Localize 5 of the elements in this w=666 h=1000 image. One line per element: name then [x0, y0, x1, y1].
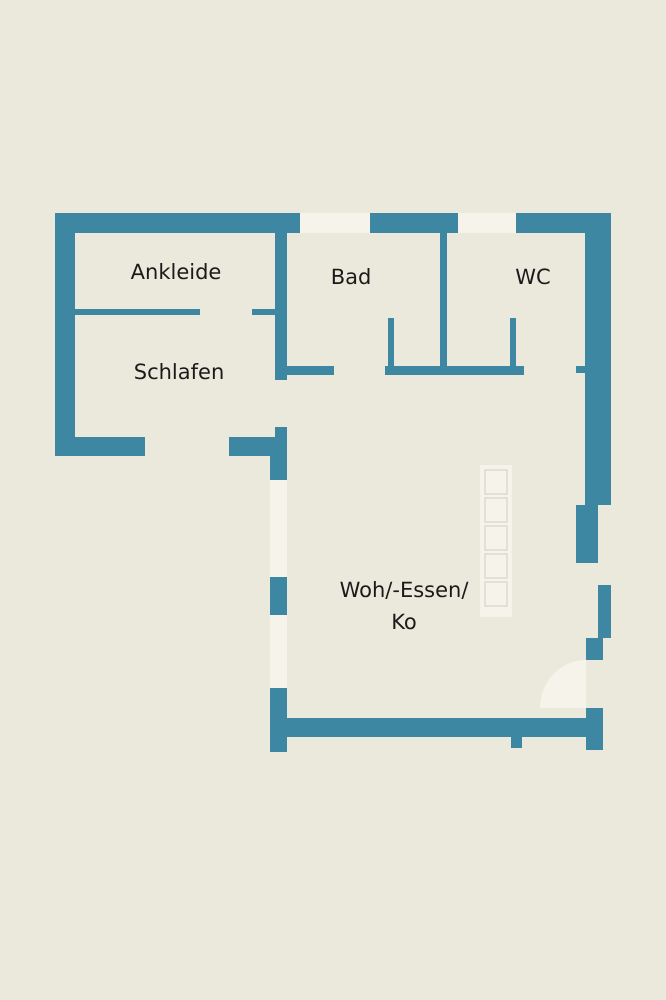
room-label: WC — [515, 264, 551, 291]
room-label: Ankleide — [130, 259, 222, 286]
room-label: Woh/-Essen/ Ko — [338, 577, 470, 636]
room-label: Bad — [330, 264, 372, 291]
room-label: Schlafen — [134, 359, 224, 386]
